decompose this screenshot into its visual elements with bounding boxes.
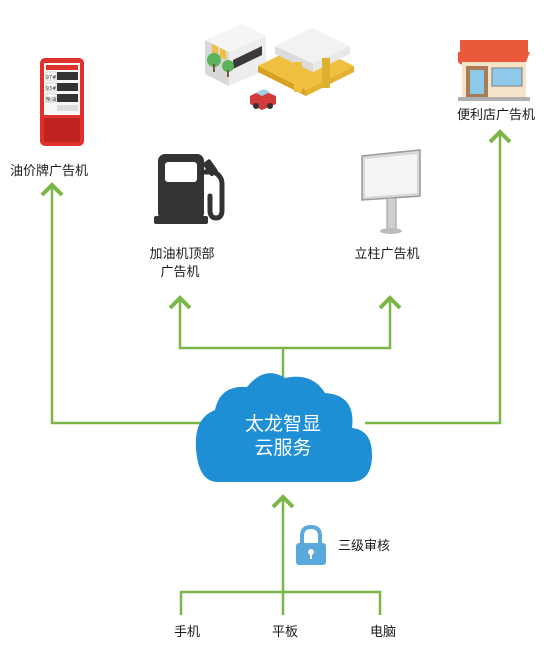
pillar-label: 立柱广告机 xyxy=(354,247,420,262)
device-pc-label: 电脑 xyxy=(369,625,397,640)
fuel-pump-icon xyxy=(154,154,225,224)
pillar-billboard-icon xyxy=(361,149,421,234)
price-row-97: 97# xyxy=(46,75,57,81)
cloud-service-label: 太龙智显 云服务 xyxy=(245,412,321,460)
price-row-93: 93# xyxy=(46,86,57,92)
price-sign-icon: 97# 93# 柴油 xyxy=(40,58,84,146)
pump-top-label-line2: 广告机 xyxy=(160,265,200,280)
cloud-service-line2: 云服务 xyxy=(254,437,312,459)
gas-station-illustration-icon xyxy=(205,24,354,110)
review-label: 三级审核 xyxy=(338,539,391,554)
pump-top-label-line1: 加油机顶部 xyxy=(149,247,215,262)
connector-lines xyxy=(40,129,512,615)
devices-bus xyxy=(179,590,382,615)
arrow-to-pump-top xyxy=(168,295,283,350)
price-row-diesel: 柴油 xyxy=(46,96,56,103)
lock-icon xyxy=(296,524,326,565)
store-label: 便利店广告机 xyxy=(457,108,536,123)
price-sign-label: 油价牌广告机 xyxy=(10,164,89,179)
arrow-to-pillar xyxy=(283,295,402,350)
arrow-to-price-sign xyxy=(40,182,205,425)
cloud-service-line1: 太龙智显 xyxy=(244,413,322,435)
device-tablet-label: 平板 xyxy=(271,625,299,640)
arrow-to-store xyxy=(365,129,512,425)
store-icon xyxy=(458,40,530,101)
device-phone-label: 手机 xyxy=(173,625,201,640)
cloud-icon xyxy=(195,373,372,482)
